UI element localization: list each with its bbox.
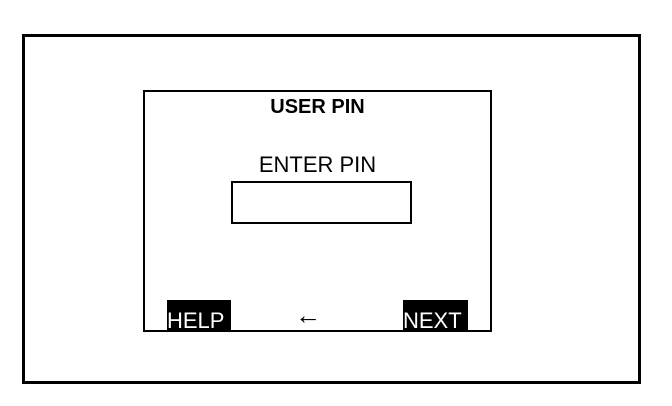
help-button[interactable]: HELP: [167, 300, 231, 332]
next-button[interactable]: NEXT: [403, 300, 468, 332]
device-frame: [22, 34, 641, 384]
screen-title: USER PIN: [270, 96, 365, 118]
next-button-label: NEXT: [403, 308, 462, 332]
enter-pin-label: ENTER PIN: [258, 152, 377, 177]
help-button-label: HELP: [167, 308, 225, 332]
pin-input[interactable]: [231, 181, 412, 224]
left-arrow-icon[interactable]: ←: [295, 300, 321, 330]
pin-screen: USER PIN ENTER PIN HELP ← NEXT: [143, 90, 492, 332]
